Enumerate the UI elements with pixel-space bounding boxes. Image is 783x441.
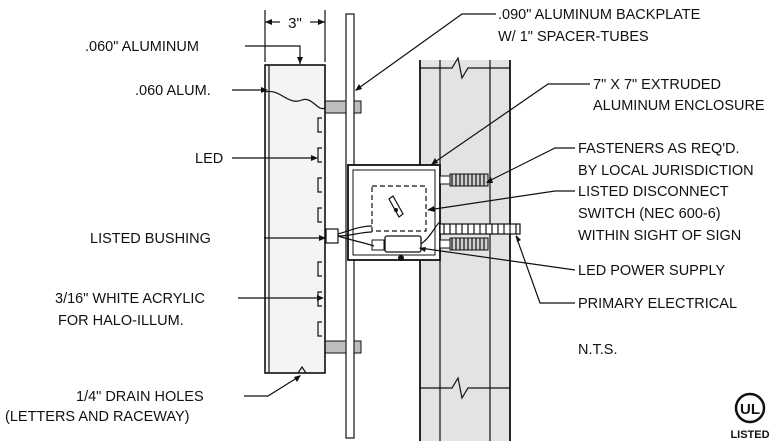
ul-mark-symbol: UL <box>740 401 760 418</box>
conduit <box>439 223 521 235</box>
label-nts: N.T.S. <box>578 342 617 358</box>
label-fasteners-line2: BY LOCAL JURISDICTION <box>578 163 754 179</box>
label-disconnect-line1: LISTED DISCONNECT <box>578 184 729 200</box>
ul-listed-mark: UL LISTED <box>730 392 770 441</box>
fastener-lower <box>439 237 489 251</box>
label-listed-bushing: LISTED BUSHING <box>90 231 211 247</box>
label-aluminum-060: .060" ALUMINUM <box>85 39 199 55</box>
label-drain-line2: (LETTERS AND RACEWAY) <box>5 409 190 425</box>
label-disconnect-line3: WITHIN SIGHT OF SIGN <box>578 228 741 244</box>
spacer-tube-bottom <box>324 340 362 354</box>
label-backplate-line2: W/ 1" SPACER-TUBES <box>498 29 649 45</box>
label-acrylic-line1: 3/16" WHITE ACRYLIC <box>55 291 205 307</box>
label-backplate-line1: .090" ALUMINUM BACKPLATE <box>498 7 701 23</box>
ul-mark-caption: LISTED <box>730 429 769 441</box>
channel-letter <box>264 64 339 374</box>
spacer-tube-top <box>324 100 362 114</box>
label-primary-electrical: PRIMARY ELECTRICAL <box>578 296 737 312</box>
label-drain-line1: 1/4" DRAIN HOLES <box>76 389 204 405</box>
fastener-upper <box>439 173 489 187</box>
label-alum-060: .060 ALUM. <box>135 83 211 99</box>
width-dimension: 3" <box>264 10 326 62</box>
width-dimension-label: 3" <box>288 15 302 32</box>
label-led: LED <box>195 151 223 167</box>
label-enclosure-line2: ALUMINUM ENCLOSURE <box>593 98 765 114</box>
label-power-supply: LED POWER SUPPLY <box>578 263 726 279</box>
enclosure <box>337 164 441 261</box>
label-acrylic-line2: FOR HALO-ILLUM. <box>58 313 184 329</box>
label-fasteners-line1: FASTENERS AS REQ'D. <box>578 141 740 157</box>
label-enclosure-line1: 7" X 7" EXTRUDED <box>593 77 721 93</box>
label-disconnect-line2: SWITCH (NEC 600-6) <box>578 206 721 222</box>
